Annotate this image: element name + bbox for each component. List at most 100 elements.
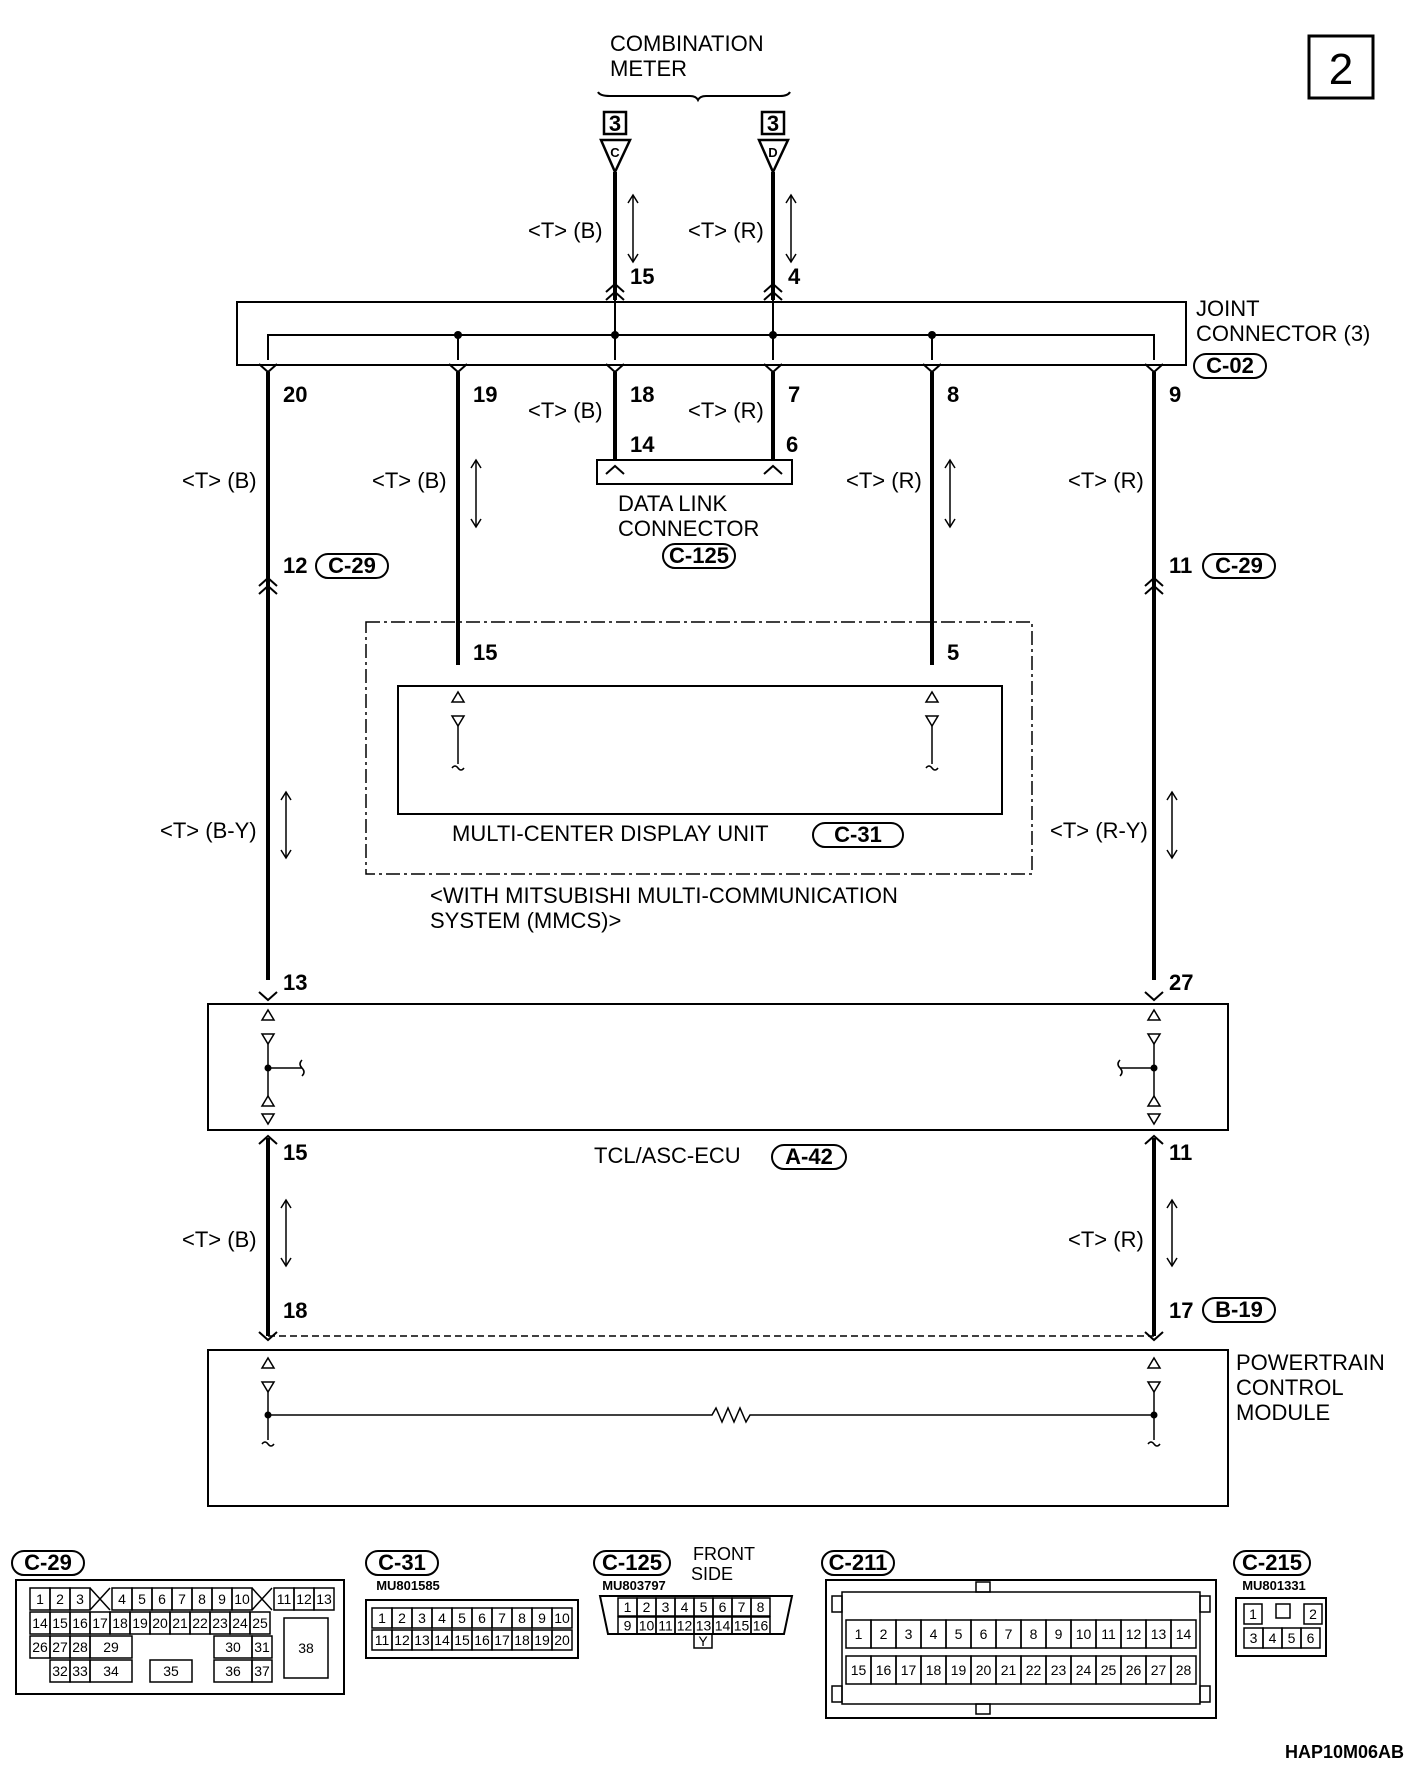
connector-view-id: C-31 (378, 1550, 426, 1575)
connector-cavity: 30 (225, 1639, 241, 1655)
meter-wires (613, 172, 775, 300)
wire-label-left-bottom: <T> (B) (182, 1227, 257, 1252)
pin-pcm-17: 17 (1169, 1298, 1193, 1323)
connector-cavity: 19 (534, 1632, 550, 1648)
connector-cavity: 7 (1005, 1626, 1013, 1642)
mcd-note-2: SYSTEM (MMCS)> (430, 908, 621, 933)
connector-cavity: 15 (52, 1615, 68, 1631)
connector-cavity: 5 (700, 1599, 708, 1615)
connector-cavity: 22 (1026, 1662, 1042, 1678)
connector-cavity: 4 (118, 1591, 126, 1607)
pin-jc-20: 20 (283, 382, 307, 407)
wire-label-right-lower: <T> (R-Y) (1050, 818, 1148, 843)
connector-part-number: MU801585 (376, 1578, 440, 1593)
connector-cavity: 10 (554, 1610, 570, 1626)
data-link-connector: <T> (B) <T> (R) 14 6 DATA LINK CONNECTOR… (528, 372, 798, 569)
combination-meter-title-1: COMBINATION (610, 31, 764, 56)
pin-c29-12: 12 (283, 553, 307, 578)
connector-cavity: 9 (538, 1610, 546, 1626)
connector-cavity: 10 (234, 1591, 250, 1607)
connector-cavity: 1 (36, 1591, 44, 1607)
ecu-title: TCL/ASC-ECU (594, 1143, 741, 1168)
connector-key: Y (698, 1633, 708, 1649)
connector-cavity: 2 (398, 1610, 406, 1626)
connector-cavity: 17 (901, 1662, 917, 1678)
connector-view-id: C-211 (829, 1550, 888, 1575)
wire-label-right-bottom: <T> (R) (1068, 1227, 1144, 1252)
joint-connector-title-2: CONNECTOR (3) (1196, 321, 1370, 346)
wire-label-meter-left: <T> (B) (528, 218, 603, 243)
connector-cavity: 4 (930, 1626, 938, 1642)
connector-cavity: 10 (639, 1618, 655, 1634)
connector-cavity: 28 (72, 1639, 88, 1655)
pin-mcd-15: 15 (473, 640, 497, 665)
connector-cavity: 37 (254, 1663, 270, 1679)
connector-cavity: 14 (715, 1618, 731, 1634)
connector-cavity: 14 (434, 1632, 450, 1648)
connector-cavity: 5 (138, 1591, 146, 1607)
multi-center-display-unit: 15 5 MULTI-CENTER DISPLAY UNIT C-31 <WIT… (365, 621, 1033, 933)
connector-cavity: 6 (478, 1610, 486, 1626)
pin-ecu-13: 13 (283, 970, 307, 995)
connector-cavity: 11 (375, 1632, 390, 1648)
connector-cavity: 3 (1250, 1630, 1258, 1646)
connector-cavity: 21 (172, 1615, 188, 1631)
meter-left-connector-number: 3 (609, 111, 621, 136)
connector-cavity: 3 (418, 1610, 426, 1626)
page-number-box: 2 (1307, 34, 1375, 100)
connector-cavity: 9 (624, 1618, 632, 1634)
connector-cavity: 23 (212, 1615, 228, 1631)
powertrain-control-module: 18 17 B-19 POWERTRAIN CONTROL MODULE (207, 1297, 1385, 1507)
connector-cavity: 35 (163, 1663, 179, 1679)
connector-cavity: 25 (1101, 1662, 1117, 1678)
page-number: 2 (1329, 45, 1353, 94)
wire-label-meter-right: <T> (R) (688, 218, 764, 243)
connector-cavity: 17 (92, 1615, 108, 1631)
meter-left-connector-letter: C (610, 145, 620, 160)
mcd-id: C-31 (834, 822, 882, 847)
dlc-title-2: CONNECTOR (618, 516, 759, 541)
connector-cavity: 2 (56, 1591, 64, 1607)
connector-cavity: 1 (855, 1626, 863, 1642)
connector-cavity: 7 (738, 1599, 746, 1615)
connector-note: FRONT (693, 1544, 755, 1564)
pin-meter-right: 4 (788, 264, 801, 289)
connector-cavity: 26 (1126, 1662, 1142, 1678)
connector-cavity: 32 (52, 1663, 68, 1679)
connector-cavity: 6 (1307, 1630, 1315, 1646)
pin-jc-7: 7 (788, 382, 800, 407)
pin-ecu-11: 11 (1169, 1140, 1192, 1165)
connector-view-id: C-215 (1242, 1550, 1302, 1575)
connector-cavity: 26 (32, 1639, 48, 1655)
connector-cavity: 7 (178, 1591, 186, 1607)
connector-cavity: 4 (438, 1610, 446, 1626)
connector-cavity: 3 (905, 1626, 913, 1642)
connector-cavity: 13 (316, 1591, 332, 1607)
connector-cavity: 22 (192, 1615, 208, 1631)
pin-jc-18: 18 (630, 382, 654, 407)
connector-cavity: 11 (277, 1591, 292, 1607)
pcm-title-1: POWERTRAIN (1236, 1350, 1385, 1375)
mcd-title: MULTI-CENTER DISPLAY UNIT (452, 821, 769, 846)
connector-cavity: 3 (662, 1599, 670, 1615)
connector-cavity: 12 (296, 1591, 312, 1607)
connector-part-number: MU801331 (1242, 1578, 1306, 1593)
pin-c29-11: 11 (1169, 553, 1192, 578)
connector-cavity: 7 (498, 1610, 506, 1626)
pin-mcd-5: 5 (947, 640, 959, 665)
pin-jc-19: 19 (473, 382, 497, 407)
connector-cavity: 29 (103, 1639, 119, 1655)
connector-cavity: 27 (1151, 1662, 1167, 1678)
figure-code: HAP10M06AB (1285, 1742, 1404, 1762)
connector-cavity: 4 (1269, 1630, 1277, 1646)
pin-jc-9: 9 (1169, 382, 1181, 407)
ecu-id: A-42 (785, 1144, 833, 1169)
pin-ecu-27: 27 (1169, 970, 1193, 995)
connector-cavity: 15 (734, 1618, 750, 1634)
dlc-title-1: DATA LINK (618, 491, 728, 516)
connector-cavity: 19 (951, 1662, 967, 1678)
connector-cavity: 3 (76, 1591, 84, 1607)
connector-cavity: 12 (677, 1618, 693, 1634)
connector-view-id: C-29 (24, 1550, 72, 1575)
